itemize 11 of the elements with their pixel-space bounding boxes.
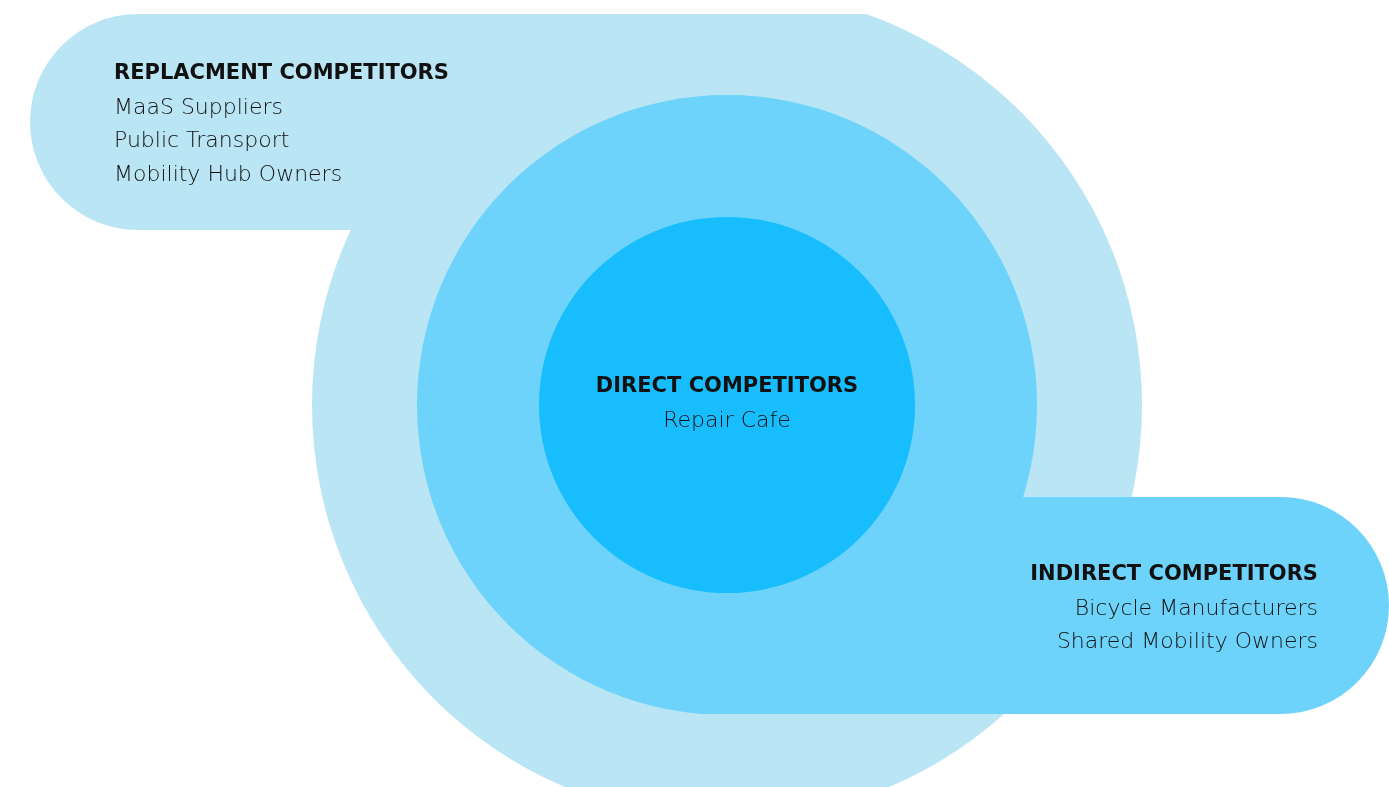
inner-circle [539,217,915,593]
list-item: MaaS Suppliers [114,92,284,121]
group-heading: DIRECT COMPETITORS [594,372,860,399]
list-item: Public Transport [114,126,291,154]
list-item: Mobility Hub Owners [114,159,344,188]
list-item: Repair Cafe [662,405,792,434]
list-item: Bicycle Manufacturers [1073,593,1318,622]
group-heading: INDIRECT COMPETITORS [1030,560,1318,587]
group-heading: REPLACMENT COMPETITORS [114,59,449,86]
middle-ring-shape [417,95,1389,714]
list-item: Shared Mobility Owners [1055,627,1318,655]
